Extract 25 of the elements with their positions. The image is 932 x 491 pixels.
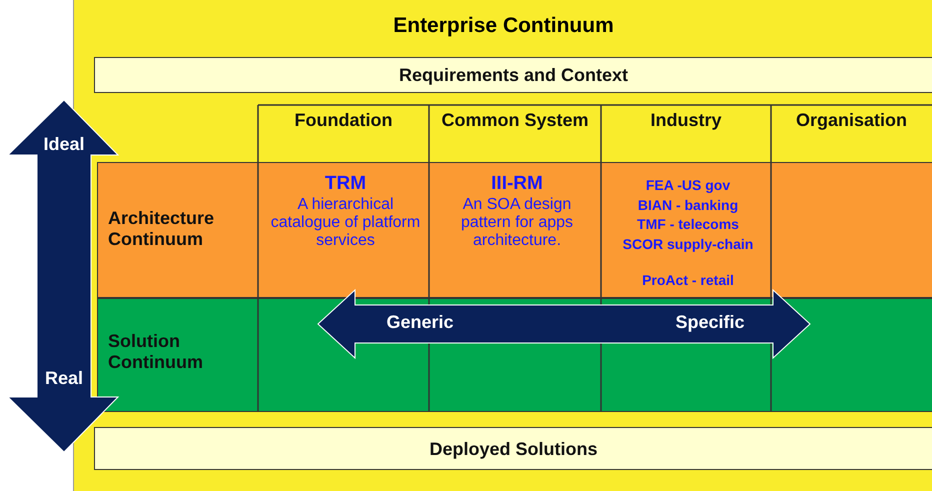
column-heading: Foundation bbox=[294, 110, 394, 130]
example-text: ProAct - retail bbox=[641, 272, 735, 289]
column-heading: Organisation bbox=[794, 110, 908, 130]
example-text: FEA -US gov bbox=[644, 177, 732, 194]
column-heading: Industry bbox=[649, 110, 722, 130]
banner-box bbox=[94, 57, 932, 93]
arrow-label: Ideal bbox=[42, 134, 86, 154]
cell-description: An SOA design pattern for apps architecture. bbox=[460, 196, 574, 250]
row-heading: Architecture Continuum bbox=[108, 208, 216, 250]
cell-heading: TRM bbox=[324, 173, 368, 195]
diagram-title: Enterprise Continuum bbox=[392, 14, 615, 38]
arrow-label: Real bbox=[44, 368, 84, 388]
banner-text: Deployed Solutions bbox=[428, 438, 598, 460]
arrow-label: Specific bbox=[674, 312, 746, 332]
architecture-band bbox=[97, 162, 932, 298]
row-heading: Solution Continuum bbox=[108, 331, 204, 373]
cell-description: A hierarchical catalogue of platform services bbox=[270, 196, 422, 250]
banner-text: Requirements and Context bbox=[398, 65, 630, 86]
example-text: BIAN - banking bbox=[636, 196, 740, 214]
arrow-label: Generic bbox=[385, 312, 455, 332]
column-heading: Common System bbox=[440, 110, 590, 130]
cell-heading: III-RM bbox=[490, 173, 544, 195]
example-text: TMF - telecoms bbox=[636, 216, 740, 233]
banner-box bbox=[94, 427, 932, 470]
example-text: SCOR supply-chain bbox=[622, 236, 754, 252]
